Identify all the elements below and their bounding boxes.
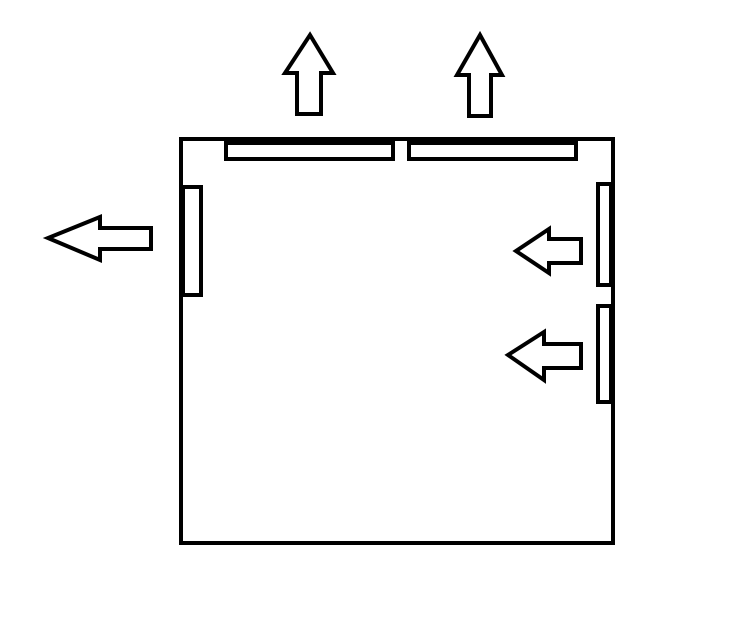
arrow-left-icon — [512, 225, 583, 277]
top-left-panel — [224, 141, 395, 161]
arrow-left-icon — [42, 214, 153, 264]
arrow-up-icon — [281, 31, 337, 116]
top-right-panel — [407, 141, 578, 161]
arrow-up-icon — [453, 30, 506, 118]
left-wall-panel — [181, 185, 203, 297]
right-lower-panel — [596, 304, 613, 404]
right-upper-panel — [596, 182, 613, 287]
room-outline — [179, 137, 615, 545]
arrow-left-icon — [504, 328, 583, 384]
